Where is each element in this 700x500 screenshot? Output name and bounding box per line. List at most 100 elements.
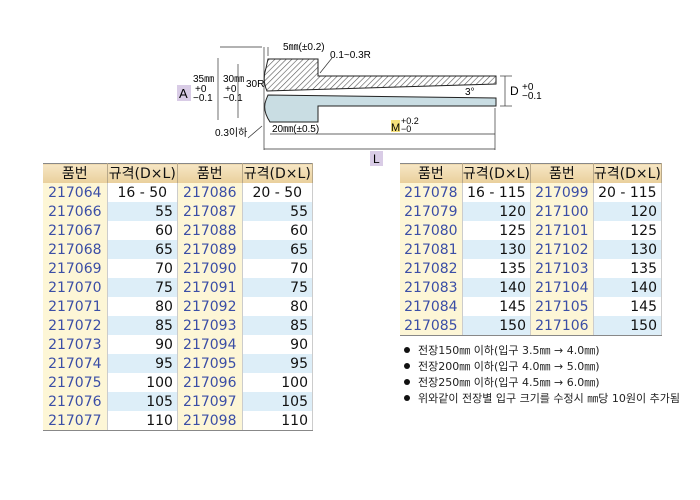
spec-value: 75 [242, 278, 314, 297]
lower-part [264, 94, 497, 123]
part-number: 217091 [177, 278, 243, 297]
part-number: 217080 [400, 221, 463, 240]
note-text: 전장200㎜ 이하(입구 4.0㎜ → 5.0㎜) [418, 360, 600, 373]
spec-value: 75 [107, 278, 178, 297]
part-number: 217071 [43, 297, 108, 316]
part-number: 217103 [530, 259, 594, 278]
label-m: M [391, 122, 400, 134]
header-spec: 규격(D×L) [462, 163, 531, 183]
part-number: 217084 [400, 297, 463, 316]
bullet-icon [404, 395, 410, 401]
spec-value: 120 [593, 202, 663, 221]
header-code: 품번 [43, 163, 108, 183]
spec-value: 130 [593, 240, 663, 259]
part-number: 217083 [400, 278, 463, 297]
dim-35: 35㎜ [193, 74, 214, 85]
part-number: 217064 [43, 183, 108, 202]
dim-30: 30㎜ [223, 74, 244, 85]
spec-value: 145 [593, 297, 663, 316]
part-number: 217098 [177, 411, 243, 431]
part-number: 217092 [177, 297, 243, 316]
header-code: 품번 [530, 163, 594, 183]
spec-value: 65 [242, 240, 314, 259]
note-text: 전장250㎜ 이하(입구 4.5㎜ → 6.0㎜) [418, 376, 600, 389]
header-spec: 규격(D×L) [593, 163, 663, 183]
part-number: 217099 [530, 183, 594, 202]
tol-minus: −0.1 [223, 93, 243, 104]
tol-plus: +0 [225, 84, 237, 95]
spec-value: 20 - 50 [242, 183, 314, 202]
bullet-icon [404, 363, 410, 369]
spec-value: 16 - 115 [462, 183, 531, 202]
part-number: 217075 [43, 373, 108, 392]
spec-value: 125 [593, 221, 663, 240]
angle-3deg: 3° [465, 87, 475, 98]
spec-value: 150 [593, 316, 663, 336]
spec-value: 20 - 115 [593, 183, 663, 202]
bullet-icon [404, 379, 410, 385]
spec-value: 70 [242, 259, 314, 278]
label-a: A [179, 86, 188, 101]
part-number: 217072 [43, 316, 108, 335]
part-number: 217104 [530, 278, 594, 297]
spec-value: 130 [462, 240, 531, 259]
label-l: L [373, 152, 380, 166]
spec-value: 55 [107, 202, 178, 221]
part-number: 217089 [177, 240, 243, 259]
part-number: 217074 [43, 354, 108, 373]
part-number: 217088 [177, 221, 243, 240]
part-number: 217069 [43, 259, 108, 278]
spec-value: 90 [242, 335, 314, 354]
part-number: 217087 [177, 202, 243, 221]
note-text: 전장150㎜ 이하(입구 3.5㎜ → 4.0㎜) [418, 344, 600, 357]
tol-plus: +0.2 [401, 116, 419, 126]
spec-value: 100 [242, 373, 314, 392]
spec-value: 90 [107, 335, 178, 354]
spec-value: 60 [242, 221, 314, 240]
spec-value: 135 [593, 259, 663, 278]
note-text: 위와같이 전장별 입구 크기를 수정시 ㎜당 10원이 추가됨 [418, 392, 680, 405]
part-number: 217086 [177, 183, 243, 202]
spec-value: 110 [242, 411, 314, 431]
part-number: 217073 [43, 335, 108, 354]
spec-value: 95 [242, 354, 314, 373]
upper-part [263, 58, 497, 92]
spec-value: 80 [242, 297, 314, 316]
spec-value: 125 [462, 221, 531, 240]
part-number: 217066 [43, 202, 108, 221]
part-number: 217076 [43, 392, 108, 411]
tol-minus: −0.1 [193, 93, 213, 104]
part-number: 217094 [177, 335, 243, 354]
spec-value: 135 [462, 259, 531, 278]
part-number: 217085 [400, 316, 463, 336]
part-number: 217105 [530, 297, 594, 316]
note-item: 위와같이 전장별 입구 크기를 수정시 ㎜당 10원이 추가됨 [400, 391, 680, 407]
part-number: 217090 [177, 259, 243, 278]
cross-section-diagram: A 35㎜ +0 −0.1 30㎜ +0 −0.1 30R 5㎜(±0.2) 0… [177, 42, 542, 166]
notes-list: 전장150㎜ 이하(입구 3.5㎜ → 4.0㎜) 전장200㎜ 이하(입구 4.… [400, 343, 680, 407]
dim-5mm: 5㎜(±0.2) [283, 42, 325, 53]
part-number: 217101 [530, 221, 594, 240]
header-spec: 규격(D×L) [242, 163, 314, 183]
tol-minus: −0 [401, 124, 411, 134]
spec-value: 55 [242, 202, 314, 221]
spec-value: 16 - 50 [107, 183, 178, 202]
note-item: 전장200㎜ 이하(입구 4.0㎜ → 5.0㎜) [400, 359, 680, 375]
spec-value: 85 [107, 316, 178, 335]
